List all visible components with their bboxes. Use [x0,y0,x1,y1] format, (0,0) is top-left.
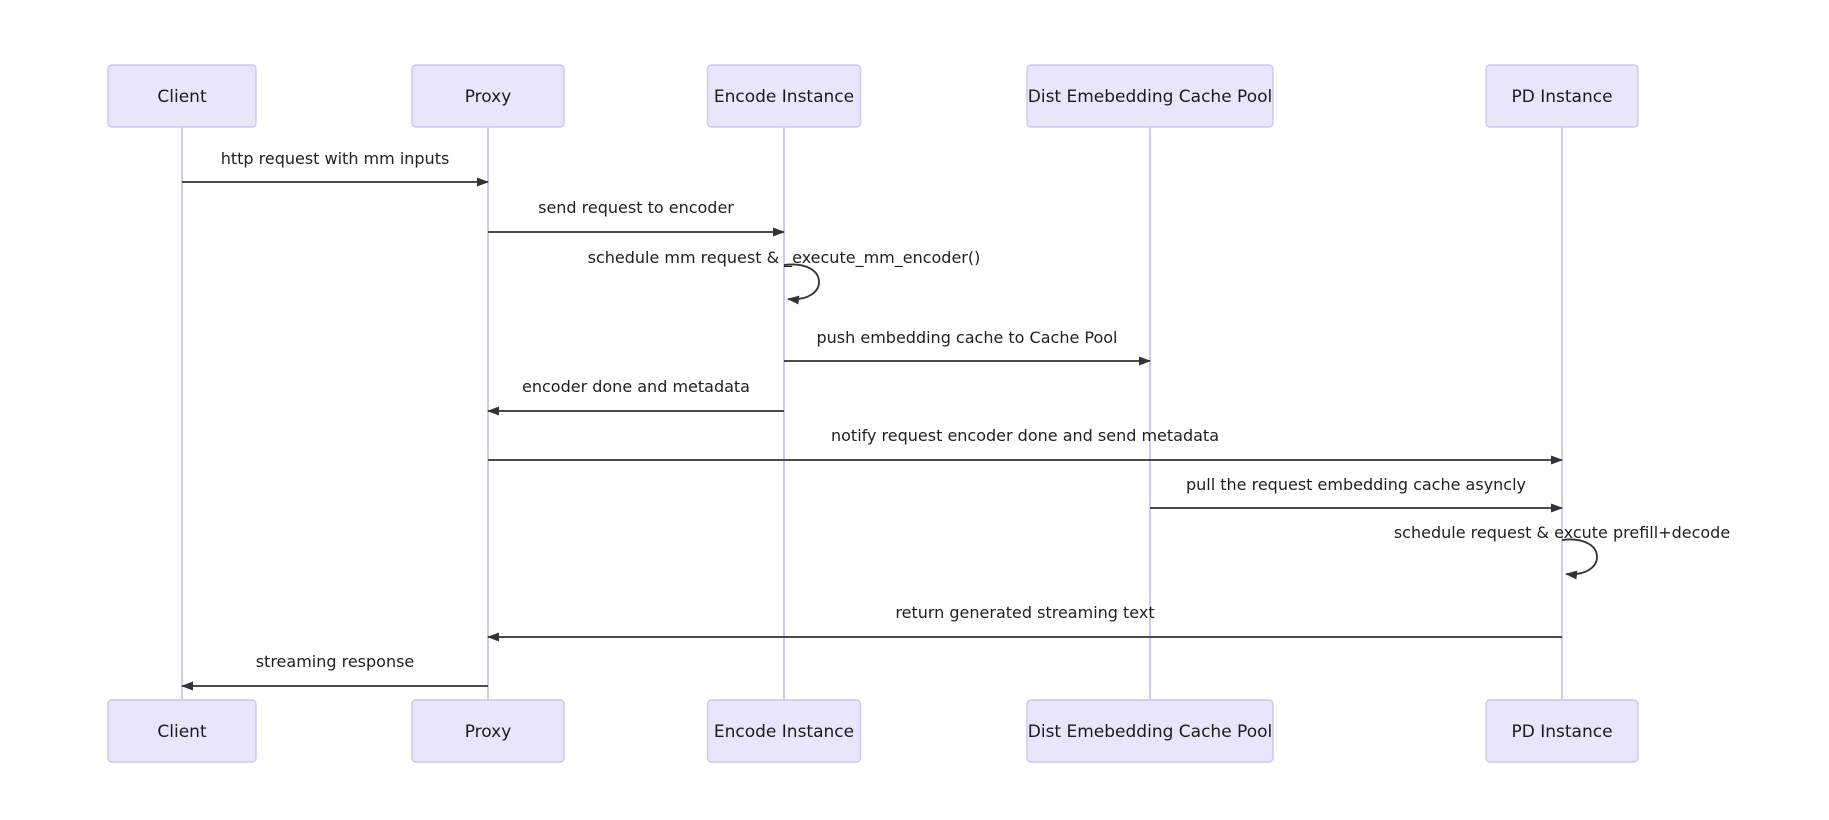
message-4: push embedding cache to Cache Pool [784,328,1151,366]
actor-label-cachepool-bottom: Dist Emebedding Cache Pool [1028,722,1272,742]
actor-label-encode-top: Encode Instance [714,87,854,107]
actor-box-cachepool-top[interactable] [1026,64,1274,128]
actor-label-client-bottom: Client [157,722,207,742]
messages-group: http request with mm inputs send request … [181,149,1730,691]
message-label-10: streaming response [256,652,415,671]
actor-box-encode-bottom[interactable] [706,699,862,763]
message-1: http request with mm inputs [182,149,489,187]
actor-label-client-top: Client [157,87,207,107]
self-loop-path-3 [783,263,820,305]
actor-boxes-bottom: Client Proxy Encode Instance Dist Emebeddin… [107,699,1639,763]
message-9: return generated streaming text [487,603,1562,642]
actor-label-encode-bottom: Encode Instance [714,722,854,742]
actor-cachepool-top[interactable]: Dist Emebedding Cache Pool [1026,64,1274,128]
message-6: notify request encoder done and send met… [488,426,1563,465]
message-label-5: encoder done and metadata [522,377,750,396]
actor-box-pd-top[interactable] [1485,64,1639,128]
message-label-7: pull the request embedding cache asyncly [1186,475,1526,494]
message-label-3: schedule mm request & _execute_mm_encode… [588,248,981,268]
actor-box-client-top[interactable] [107,64,257,128]
actor-box-client-bottom[interactable] [107,699,257,763]
message-label-6: notify request encoder done and send met… [831,426,1219,445]
message-10: streaming response [181,652,488,691]
message-2: send request to encoder [488,198,785,237]
message-8: schedule request & excute prefill+decode [1394,523,1730,580]
actor-proxy-top[interactable]: Proxy [411,64,565,128]
actor-boxes-top: Client Proxy Encode Instance Dist Emebeddin… [107,64,1639,128]
actor-proxy-bottom[interactable]: Proxy [411,699,565,763]
actor-label-pd-bottom: PD Instance [1511,722,1612,742]
actor-encode-bottom[interactable]: Encode Instance [706,699,862,763]
message-label-1: http request with mm inputs [221,149,450,168]
actor-encode-top[interactable]: Encode Instance [706,64,862,128]
actor-cachepool-bottom[interactable]: Dist Emebedding Cache Pool [1026,699,1274,763]
message-5: encoder done and metadata [487,377,784,416]
actor-box-cachepool-bottom[interactable] [1026,699,1274,763]
message-label-9: return generated streaming text [895,603,1154,622]
actor-client-bottom[interactable]: Client [107,699,257,763]
lifelines-group [181,127,1563,700]
actor-box-pd-bottom[interactable] [1485,699,1639,763]
actor-box-proxy-top[interactable] [411,64,565,128]
actor-box-encode-top[interactable] [706,64,862,128]
actor-label-proxy-top: Proxy [465,87,512,107]
message-7: pull the request embedding cache asyncly [1150,475,1563,513]
actor-pd-bottom[interactable]: PD Instance [1485,699,1639,763]
message-label-4: push embedding cache to Cache Pool [817,328,1118,347]
self-loop-path-8 [1561,538,1598,580]
message-label-8: schedule request & excute prefill+decode [1394,523,1730,542]
actor-label-proxy-bottom: Proxy [465,722,512,742]
message-label-2: send request to encoder [538,198,734,217]
actor-pd-top[interactable]: PD Instance [1485,64,1639,128]
actor-label-cachepool-top: Dist Emebedding Cache Pool [1028,87,1272,107]
message-3: schedule mm request & _execute_mm_encode… [588,248,981,305]
actor-client-top[interactable]: Client [107,64,257,128]
actor-label-pd-top: PD Instance [1511,87,1612,107]
actor-box-proxy-bottom[interactable] [411,699,565,763]
